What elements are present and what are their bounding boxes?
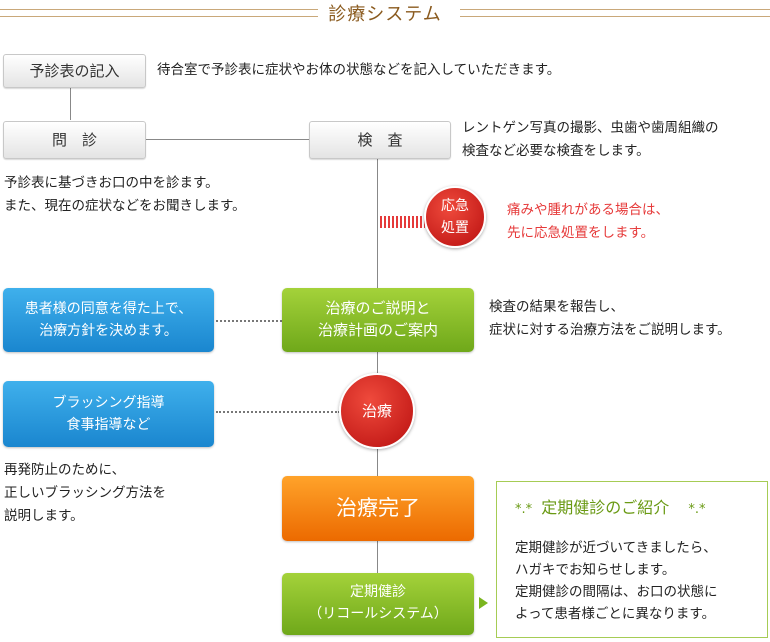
arrow-right-icon (479, 597, 488, 609)
info-text: 定期健診が近づいてきましたら、 ハガキでお知らせします。 定期健診の間隔は、お口… (515, 537, 718, 625)
info-line: 定期健診が近づいてきましたら、 (515, 540, 717, 556)
desc-line: 検査など必要な検査をします。 (462, 143, 650, 159)
ornament-icon: *.* (688, 502, 706, 517)
info-heading-row: *.* 定期健診のご紹介 *.* (515, 494, 705, 518)
step-yoshinhyo-desc: 待合室で予診表に症状やお体の状態などを記入していただきます。 (157, 62, 561, 78)
desc-line: 予診表に基づきお口の中を診ます。 (4, 175, 219, 191)
checkup-box: 定期健診 （リコールシステム） (282, 573, 474, 635)
step-monshin-label: 問 診 (51, 131, 97, 149)
consent-label: 患者様の同意を得た上で、 (24, 301, 193, 317)
emergency-circle: 応急 処置 (424, 186, 486, 248)
connector-line (377, 448, 378, 476)
step-kensa-box: 検 査 (309, 121, 451, 159)
connector-line (377, 158, 378, 288)
diagram-title: 診療システム (322, 4, 448, 25)
treatment-label: 治療 (361, 402, 392, 420)
info-heading: 定期健診のご紹介 (541, 498, 670, 517)
desc-line: 痛みや腫れがある場合は、 (507, 202, 669, 218)
step-yoshinhyo-box: 予診表の記入 (3, 54, 146, 88)
checkup-label: （リコールシステム） (308, 606, 448, 622)
consent-box: 患者様の同意を得た上で、 治療方針を決めます。 (3, 288, 214, 352)
treatment-circle: 治療 (339, 373, 415, 449)
complete-box: 治療完了 (282, 476, 474, 541)
step-yoshinhyo-label: 予診表の記入 (29, 62, 120, 80)
emergency-dashed-connector (380, 216, 425, 228)
checkup-label: 定期健診 (350, 584, 406, 600)
diagram-title-bar: 診療システム (0, 0, 770, 26)
title-rule-right (460, 9, 770, 17)
connector-line (70, 86, 71, 120)
step-kensa-label: 検 査 (357, 131, 403, 149)
desc-line: 症状に対する治療方法をご説明します。 (489, 322, 731, 338)
emergency-label: 処置 (441, 220, 469, 236)
ornament-icon: *.* (515, 502, 533, 517)
checkup-info-box: *.* 定期健診のご紹介 *.* 定期健診が近づいてきましたら、 ハガキでお知ら… (496, 481, 768, 638)
consent-dotted-connector (216, 320, 282, 322)
step-monshin-desc: 予診表に基づきお口の中を診ます。 また、現在の症状などをお聞きします。 (4, 172, 246, 218)
brushing-box: ブラッシング指導 食事指導など (3, 381, 214, 447)
desc-line: レントゲン写真の撮影、虫歯や歯周組織の (462, 120, 719, 136)
explanation-label: 治療計画のご案内 (317, 321, 438, 339)
desc-line: 再発防止のために、 (4, 462, 126, 478)
brushing-label: 食事指導など (66, 417, 151, 433)
desc-line: 検査の結果を報告し、 (489, 299, 624, 315)
info-line: 定期健診の間隔は、お口の状態に (515, 584, 718, 600)
emergency-label: 応急 (441, 198, 469, 214)
desc-line: 先に応急処置をします。 (507, 225, 655, 241)
brushing-dotted-connector (216, 411, 340, 413)
explanation-desc: 検査の結果を報告し、 症状に対する治療方法をご説明します。 (489, 296, 731, 342)
explanation-label: 治療のご説明と (325, 299, 431, 317)
step-kensa-desc: レントゲン写真の撮影、虫歯や歯周組織の 検査など必要な検査をします。 (462, 117, 719, 163)
brushing-desc: 再発防止のために、 正しいブラッシング方法を 説明します。 (4, 459, 166, 528)
connector-line (377, 352, 378, 374)
emergency-desc: 痛みや腫れがある場合は、 先に応急処置をします。 (507, 199, 669, 245)
info-line: ハガキでお知らせします。 (515, 562, 676, 578)
desc-line: 説明します。 (4, 508, 84, 524)
consent-label: 治療方針を決めます。 (39, 323, 178, 339)
title-rule-left (0, 9, 318, 17)
desc-line: 正しいブラッシング方法を (4, 485, 166, 501)
step-monshin-box: 問 診 (3, 121, 146, 159)
desc-line: また、現在の症状などをお聞きします。 (4, 198, 246, 214)
connector-line (377, 541, 378, 573)
connector-line (146, 139, 309, 140)
complete-label: 治療完了 (336, 496, 420, 520)
explanation-box: 治療のご説明と 治療計画のご案内 (282, 288, 474, 352)
brushing-label: ブラッシング指導 (52, 395, 165, 411)
info-line: よって患者様ごとに異なります。 (515, 606, 716, 622)
